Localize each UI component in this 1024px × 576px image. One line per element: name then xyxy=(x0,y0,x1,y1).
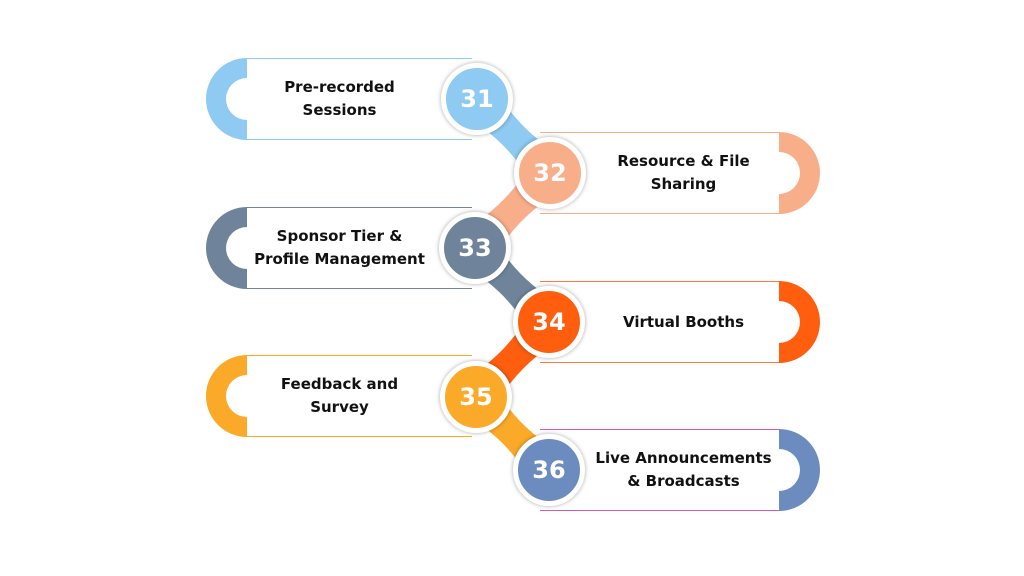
step-number-badge: 36 xyxy=(513,434,585,506)
cap-33 xyxy=(206,207,247,289)
cap-32 xyxy=(779,132,820,214)
step-label-line: Virtual Booths xyxy=(622,312,745,331)
step-number-badge: 35 xyxy=(440,361,512,433)
step-label-line: Sharing xyxy=(650,175,717,193)
cap-35 xyxy=(206,355,247,437)
step-number-badge: 31 xyxy=(441,63,513,135)
step-label: Live Announcements & Broadcasts xyxy=(588,430,779,510)
step-label-line: Live Announcements xyxy=(595,449,772,467)
step-number-badge: 34 xyxy=(513,286,585,358)
step-label: Sponsor Tier & Profile Management xyxy=(247,208,432,288)
cap-34 xyxy=(779,281,820,363)
step-label-line: & Broadcasts xyxy=(627,472,740,490)
step-label-line: Sponsor Tier & xyxy=(276,227,403,245)
step-label: Virtual Booths xyxy=(588,282,779,362)
step-label-line: Profile Management xyxy=(254,250,425,268)
step-label-line: Sessions xyxy=(302,101,377,119)
cap-31 xyxy=(206,58,247,140)
step-label-line: Survey xyxy=(310,398,369,416)
step-label-line: Resource & File xyxy=(617,152,750,170)
step-label-line: Feedback and xyxy=(280,375,399,393)
cap-36 xyxy=(779,429,820,511)
step-label-line: Pre-recorded xyxy=(284,78,395,96)
step-number-badge: 33 xyxy=(439,212,511,284)
step-number-badge: 32 xyxy=(514,137,586,209)
step-card-33: Sponsor Tier & Profile Management xyxy=(247,207,472,289)
